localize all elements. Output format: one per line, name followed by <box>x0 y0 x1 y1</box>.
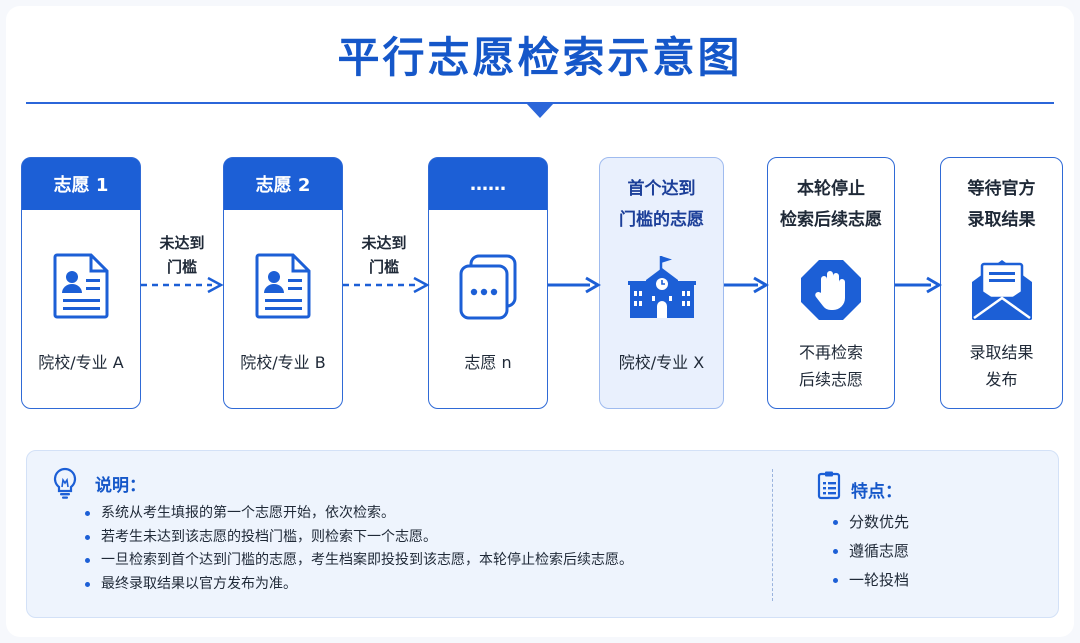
dashed-arrow-2 <box>343 276 430 294</box>
envelope-letter-icon <box>971 260 1032 320</box>
page-title: 平行志愿检索示意图 <box>337 33 743 82</box>
stop-hand-icon <box>801 260 861 320</box>
step-card-header: 志愿 1 <box>22 158 140 210</box>
step-card-label: 录取结果 发布 <box>969 343 1034 389</box>
arrow-label-not-reached: 未达到 门槛 <box>159 234 205 276</box>
step-card-2: 志愿 2 院校/专业 B <box>223 157 343 409</box>
notes-list: 系统从考生填报的第一个志愿开始，依次检索。 若考生未达到该志愿的投档门槛，则检索… <box>83 502 633 596</box>
arrow-label-not-reached: 未达到 门槛 <box>361 234 407 276</box>
step-card-result: 等待官方 录取结果 录取结果 发布 <box>940 157 1063 409</box>
step-card-stop: 本轮停止 检索后续志愿 不再检索 后续志愿 <box>767 157 895 409</box>
list-item: 分数优先 <box>831 508 909 537</box>
list-item: 最终录取结果以官方发布为准。 <box>83 573 633 597</box>
step-card-header: 志愿 2 <box>224 158 342 210</box>
step-card-header: …… <box>429 158 547 210</box>
title-divider-notch <box>526 103 554 118</box>
clipboard-list-icon <box>817 471 841 500</box>
solid-arrow-3 <box>548 276 601 294</box>
step-card-header: 本轮停止 检索后续志愿 <box>780 179 882 230</box>
step-card-1: 志愿 1 院校/专业 A <box>21 157 141 409</box>
school-building-icon <box>627 256 696 318</box>
step-card-label: 院校/专业 B <box>240 353 326 372</box>
step-card-header: 等待官方 录取结果 <box>967 179 1036 230</box>
resume-icon <box>255 253 311 319</box>
solid-arrow-4 <box>724 276 769 294</box>
step-card-first-qualified: 首个达到 门槛的志愿 院校/专业 X <box>599 157 724 409</box>
list-item: 一轮投档 <box>831 566 909 595</box>
resume-icon <box>53 253 109 319</box>
notes-panel: 说明： 系统从考生填报的第一个志愿开始，依次检索。 若考生未达到该志愿的投档门槛… <box>26 450 1059 618</box>
step-card-n: …… 志愿 n <box>428 157 548 409</box>
more-cards-icon <box>459 254 517 320</box>
flow-arrows <box>141 276 942 294</box>
list-item: 遵循志愿 <box>831 537 909 566</box>
step-card-header: 首个达到 门槛的志愿 <box>619 179 704 230</box>
lightbulb-icon <box>53 467 77 499</box>
features-title: 特点： <box>851 482 902 502</box>
step-card-label: 不再检索 后续志愿 <box>798 343 863 389</box>
step-card-label: 院校/专业 A <box>38 353 124 372</box>
step-card-label: 志愿 n <box>464 353 512 372</box>
dashed-arrow-1 <box>141 276 224 294</box>
notes-title: 说明： <box>95 476 146 496</box>
list-item: 系统从考生填报的第一个志愿开始，依次检索。 <box>83 502 633 526</box>
list-item: 若考生未达到该志愿的投档门槛，则检索下一个志愿。 <box>83 526 633 550</box>
solid-arrow-5 <box>895 276 942 294</box>
list-item: 一旦检索到首个达到门槛的志愿，考生档案即投投到该志愿，本轮停止检索后续志愿。 <box>83 549 633 573</box>
step-card-label: 院校/专业 X <box>618 353 705 372</box>
features-list: 分数优先 遵循志愿 一轮投档 <box>831 508 909 595</box>
notes-divider <box>772 469 773 601</box>
